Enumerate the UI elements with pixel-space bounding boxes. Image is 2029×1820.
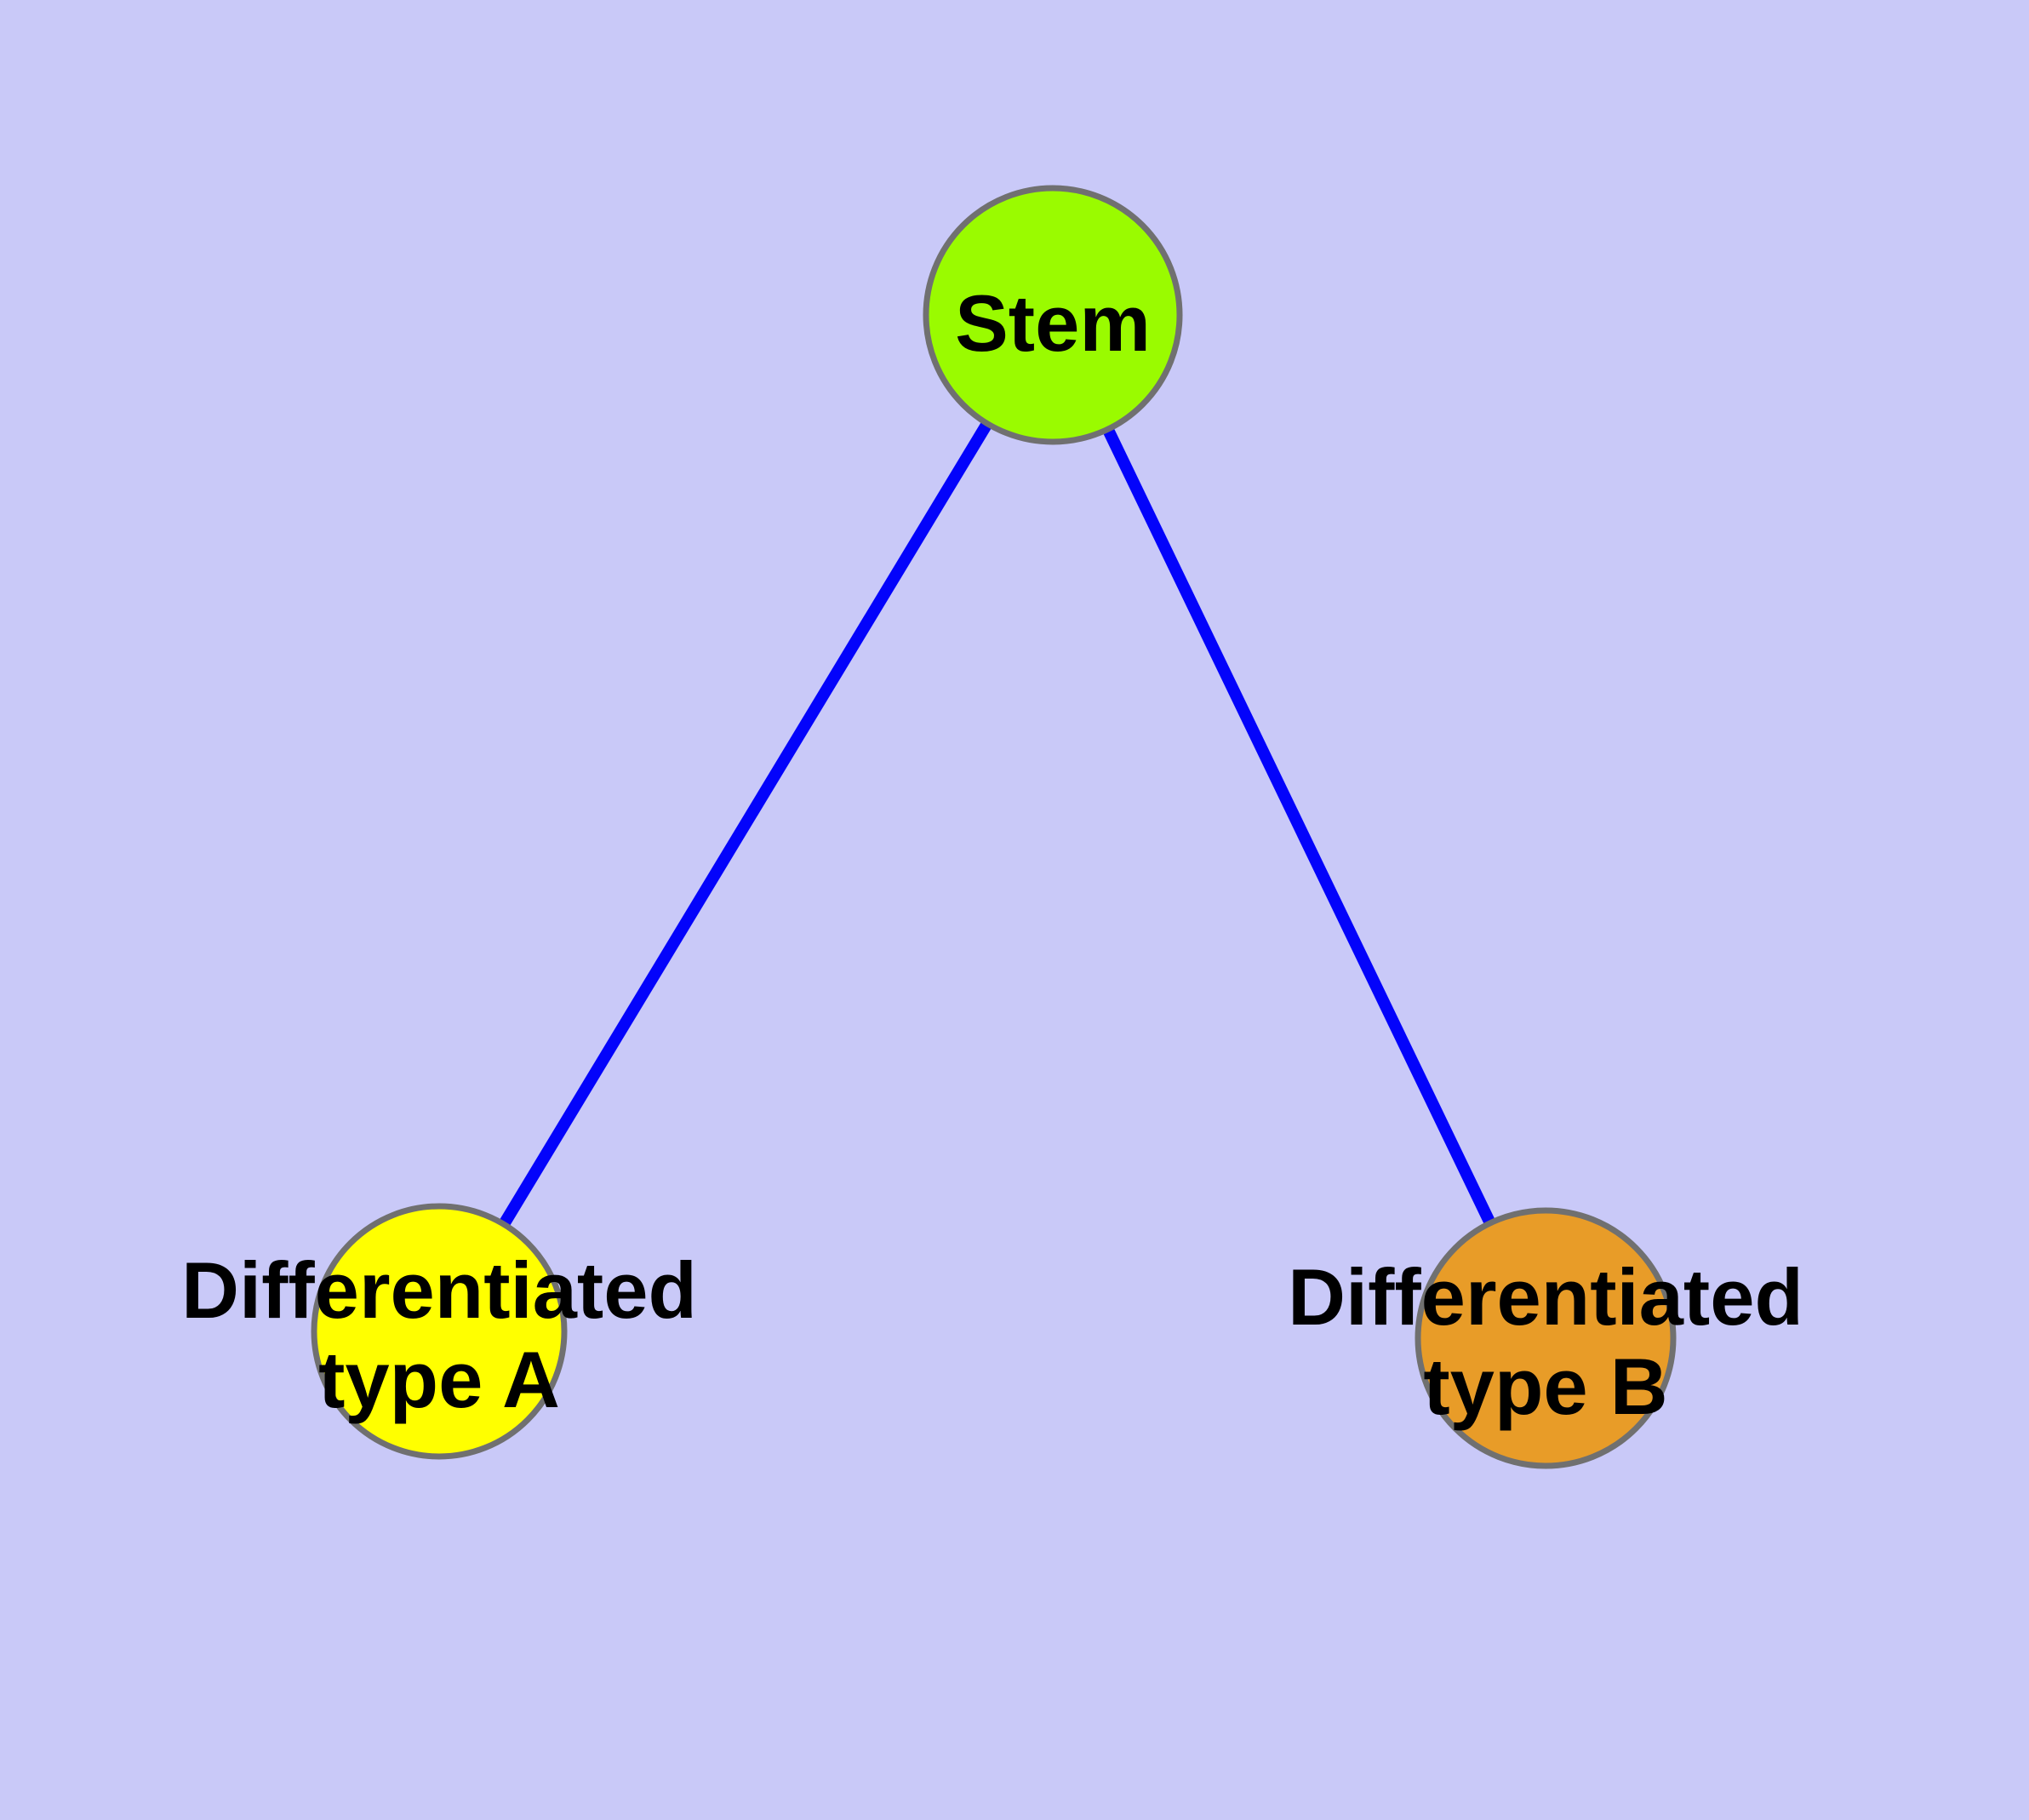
node-stem-circle: [923, 185, 1183, 445]
node-type-a-circle: [311, 1203, 568, 1460]
node-stem-label: Stem: [955, 278, 1151, 368]
edge-stem-to-type-b: [1047, 312, 1552, 1342]
node-type-b-label-line-2: type B: [1423, 1342, 1667, 1431]
node-type-b-label-line-1: Differentiated: [1288, 1252, 1803, 1342]
node-type-a-label-line-2: type A: [318, 1335, 560, 1424]
edge-stem-to-type-a: [434, 312, 1058, 1335]
node-type-a-label-line-1: Differentiated: [181, 1245, 697, 1335]
node-type-b-circle: [1415, 1207, 1677, 1469]
